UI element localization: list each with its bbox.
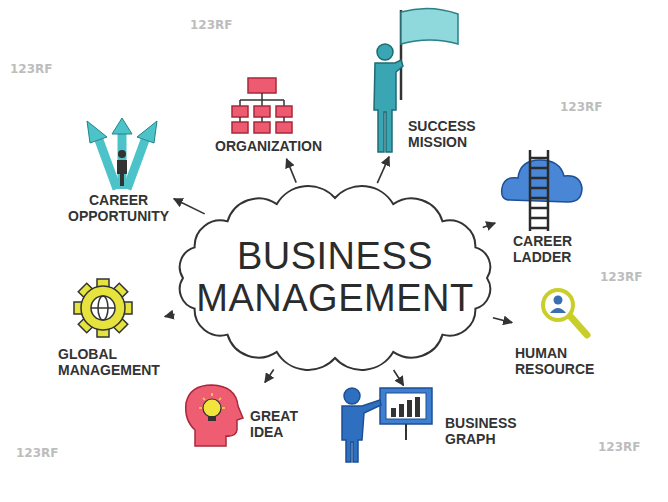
watermark: 123RF [600,270,643,284]
topic-item: GREAT IDEA [185,385,300,447]
topic-item: GLOBAL MANAGEMENT [58,278,162,380]
arrow-connector [287,159,297,183]
topic-label: CAREER OPPORTUNITY [68,192,169,224]
topic-item: CAREER OPPORTUNITY [68,118,171,226]
branch-arrows-icon [87,118,157,189]
org-chart-icon [232,78,292,133]
topic-label: GLOBAL MANAGEMENT [58,346,160,378]
topic-item: HUMAN RESOURCE [515,288,596,379]
topic-label: ORGANIZATION [215,138,322,154]
gear-globe-icon [74,279,132,337]
topic-label: GREAT IDEA [250,408,298,440]
arrow-connector [394,370,404,386]
watermark: 123RF [190,18,233,32]
idea-head-icon [186,385,243,446]
topic-label: BUSINESS GRAPH [445,415,517,447]
watermark: 123RF [560,100,603,114]
watermark: 123RF [16,446,59,460]
arrow-connector [265,370,274,383]
topic-item: SUCCESS MISSION [368,8,478,154]
arrow-connector [493,318,512,323]
topic-label: HUMAN RESOURCE [515,345,594,377]
watermark: 123RF [10,62,53,76]
presenter-board-icon [342,388,432,462]
topic-item: CAREER LADDER [498,148,583,267]
topic-label: CAREER LADDER [513,233,572,265]
arrow-connector [377,157,389,183]
topic-label: SUCCESS MISSION [408,118,476,150]
topic-item: ORGANIZATION [215,78,324,156]
arrow-connector [165,314,175,316]
magnifier-icon [543,290,587,335]
central-title: BUSINESS MANAGEMENT [196,236,473,320]
cloud-ladder-icon [502,150,582,231]
arrow-connector [174,199,205,214]
arrow-connector [483,223,495,227]
topic-item: BUSINESS GRAPH [340,388,519,464]
cloud-shape [180,186,491,370]
watermark: 123RF [598,440,641,454]
cloud-node: BUSINESS MANAGEMENT [165,183,505,373]
